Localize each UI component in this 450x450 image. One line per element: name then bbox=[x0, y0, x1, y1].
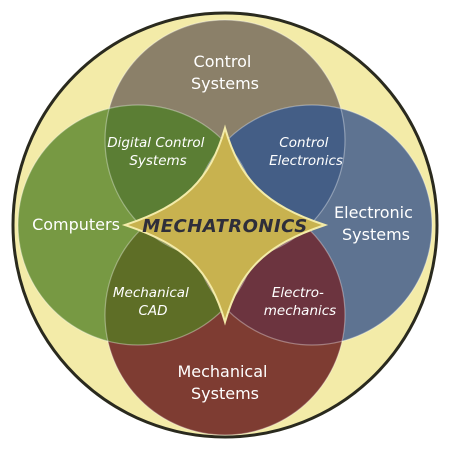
mechatronics-core-shape bbox=[121, 124, 329, 326]
electromechanics-label: Electro- mechanics bbox=[264, 285, 336, 319]
mechatronics-label: MECHATRONICS bbox=[142, 216, 307, 237]
control-systems-label: Control Systems bbox=[191, 52, 259, 93]
digital-control-systems-label: Digital Control Systems bbox=[107, 135, 208, 169]
computers-label: Computers bbox=[32, 215, 120, 234]
mechanical-systems-label: Mechanical Systems bbox=[177, 362, 272, 403]
control-electronics-label: Control Electronics bbox=[269, 135, 343, 169]
mechanical-cad-label: Mechanical CAD bbox=[113, 285, 193, 319]
electronic-systems-label: Electronic Systems bbox=[334, 203, 418, 244]
